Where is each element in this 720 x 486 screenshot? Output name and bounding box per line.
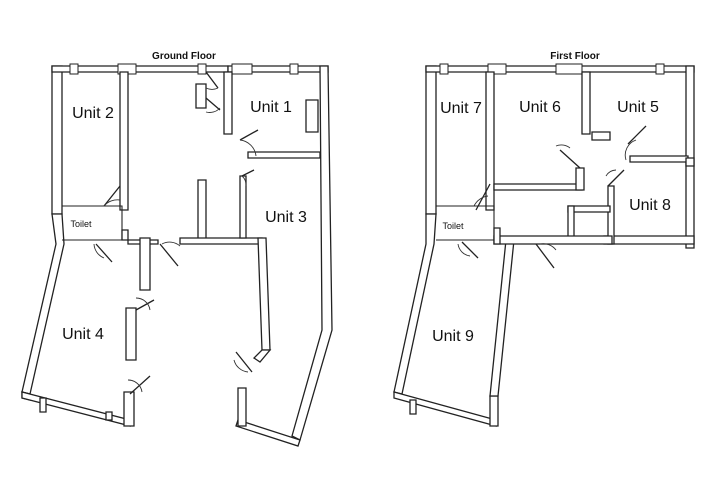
room-label-toilet: Toilet: [70, 219, 92, 229]
first-floor-plan: First Floor: [393, 51, 695, 427]
first-floor-title: First Floor: [550, 51, 600, 62]
first-floor-doors: [457, 125, 647, 269]
ground-floor-windows: [69, 63, 299, 75]
ground-floor-doors: [93, 71, 259, 395]
room-label-unit-8: Unit 8: [629, 197, 671, 214]
first-floor-internal-walls: [436, 71, 695, 245]
first-floor-outer-walls: [393, 65, 695, 427]
first-floor-windows: [439, 63, 665, 75]
room-label-toilet-first: Toilet: [442, 221, 464, 231]
ground-floor-internal-walls: [62, 71, 321, 363]
ground-floor-outer-walls: [21, 65, 333, 447]
room-label-unit-6: Unit 6: [519, 99, 561, 116]
room-label-unit-2: Unit 2: [72, 105, 114, 122]
room-label-unit-7: Unit 7: [440, 100, 482, 117]
room-label-unit-3: Unit 3: [265, 209, 307, 226]
room-label-unit-5: Unit 5: [617, 99, 659, 116]
ground-floor-title: Ground Floor: [152, 51, 216, 62]
ground-floor-plan: Ground Floor: [21, 51, 333, 447]
room-label-unit-4: Unit 4: [62, 326, 104, 343]
room-label-unit-1: Unit 1: [250, 99, 292, 116]
room-label-unit-9: Unit 9: [432, 328, 474, 345]
